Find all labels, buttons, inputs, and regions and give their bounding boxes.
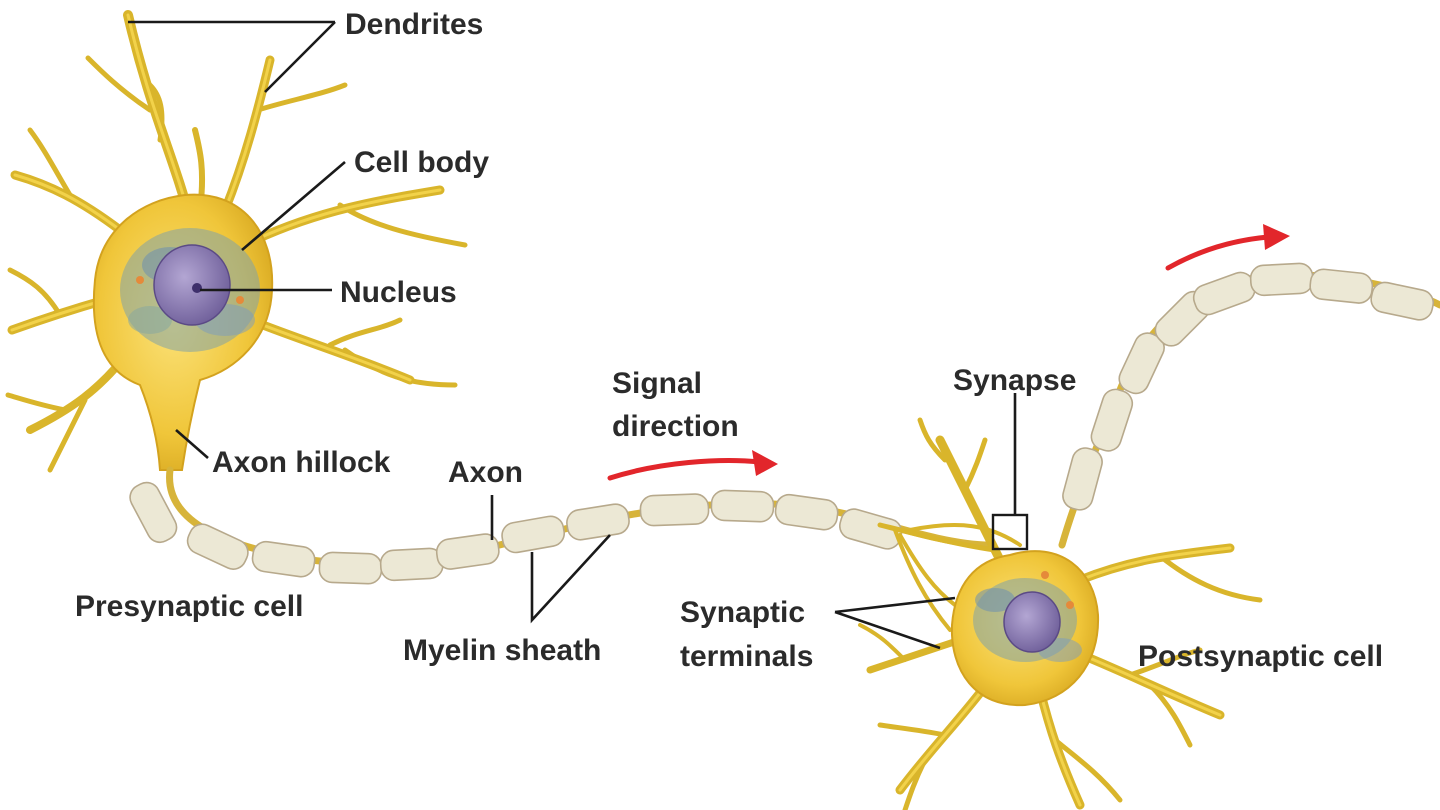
- label-presynaptic-cell: Presynaptic cell: [75, 590, 303, 623]
- label-signal-direction-2: direction: [612, 410, 739, 443]
- label-synapse: Synapse: [953, 364, 1076, 397]
- myelin-segments-presynaptic: [129, 481, 903, 585]
- label-signal-direction-1: Signal: [612, 367, 702, 400]
- leader-lines: [128, 20, 1017, 650]
- postsynaptic-soma: [950, 550, 1100, 707]
- label-synaptic-terminals-2: terminals: [680, 640, 813, 673]
- synaptic-terminal-fibers: [877, 522, 1022, 632]
- postsynaptic-nucleus: [1003, 591, 1061, 653]
- presynaptic-nucleus: [153, 244, 231, 326]
- labels: Dendrites Cell body Nucleus Axon hillock…: [75, 8, 1383, 673]
- presynaptic-soma: [92, 193, 274, 471]
- label-myelin-sheath: Myelin sheath: [403, 634, 601, 667]
- label-nucleus: Nucleus: [340, 276, 457, 309]
- label-postsynaptic-cell: Postsynaptic cell: [1138, 640, 1383, 673]
- label-axon-hillock: Axon hillock: [212, 446, 391, 479]
- label-synaptic-terminals-1: Synaptic: [680, 596, 805, 629]
- presynaptic-dendrites: [5, 10, 468, 473]
- label-axon: Axon: [448, 456, 523, 489]
- signal-arrow-1: [607, 450, 778, 481]
- signal-arrow-2: [1165, 224, 1290, 271]
- label-dendrites: Dendrites: [345, 8, 483, 41]
- synapse-box: [991, 513, 1029, 551]
- label-cell-body: Cell body: [354, 146, 489, 179]
- myelin-segments-postsynaptic: [1062, 262, 1435, 511]
